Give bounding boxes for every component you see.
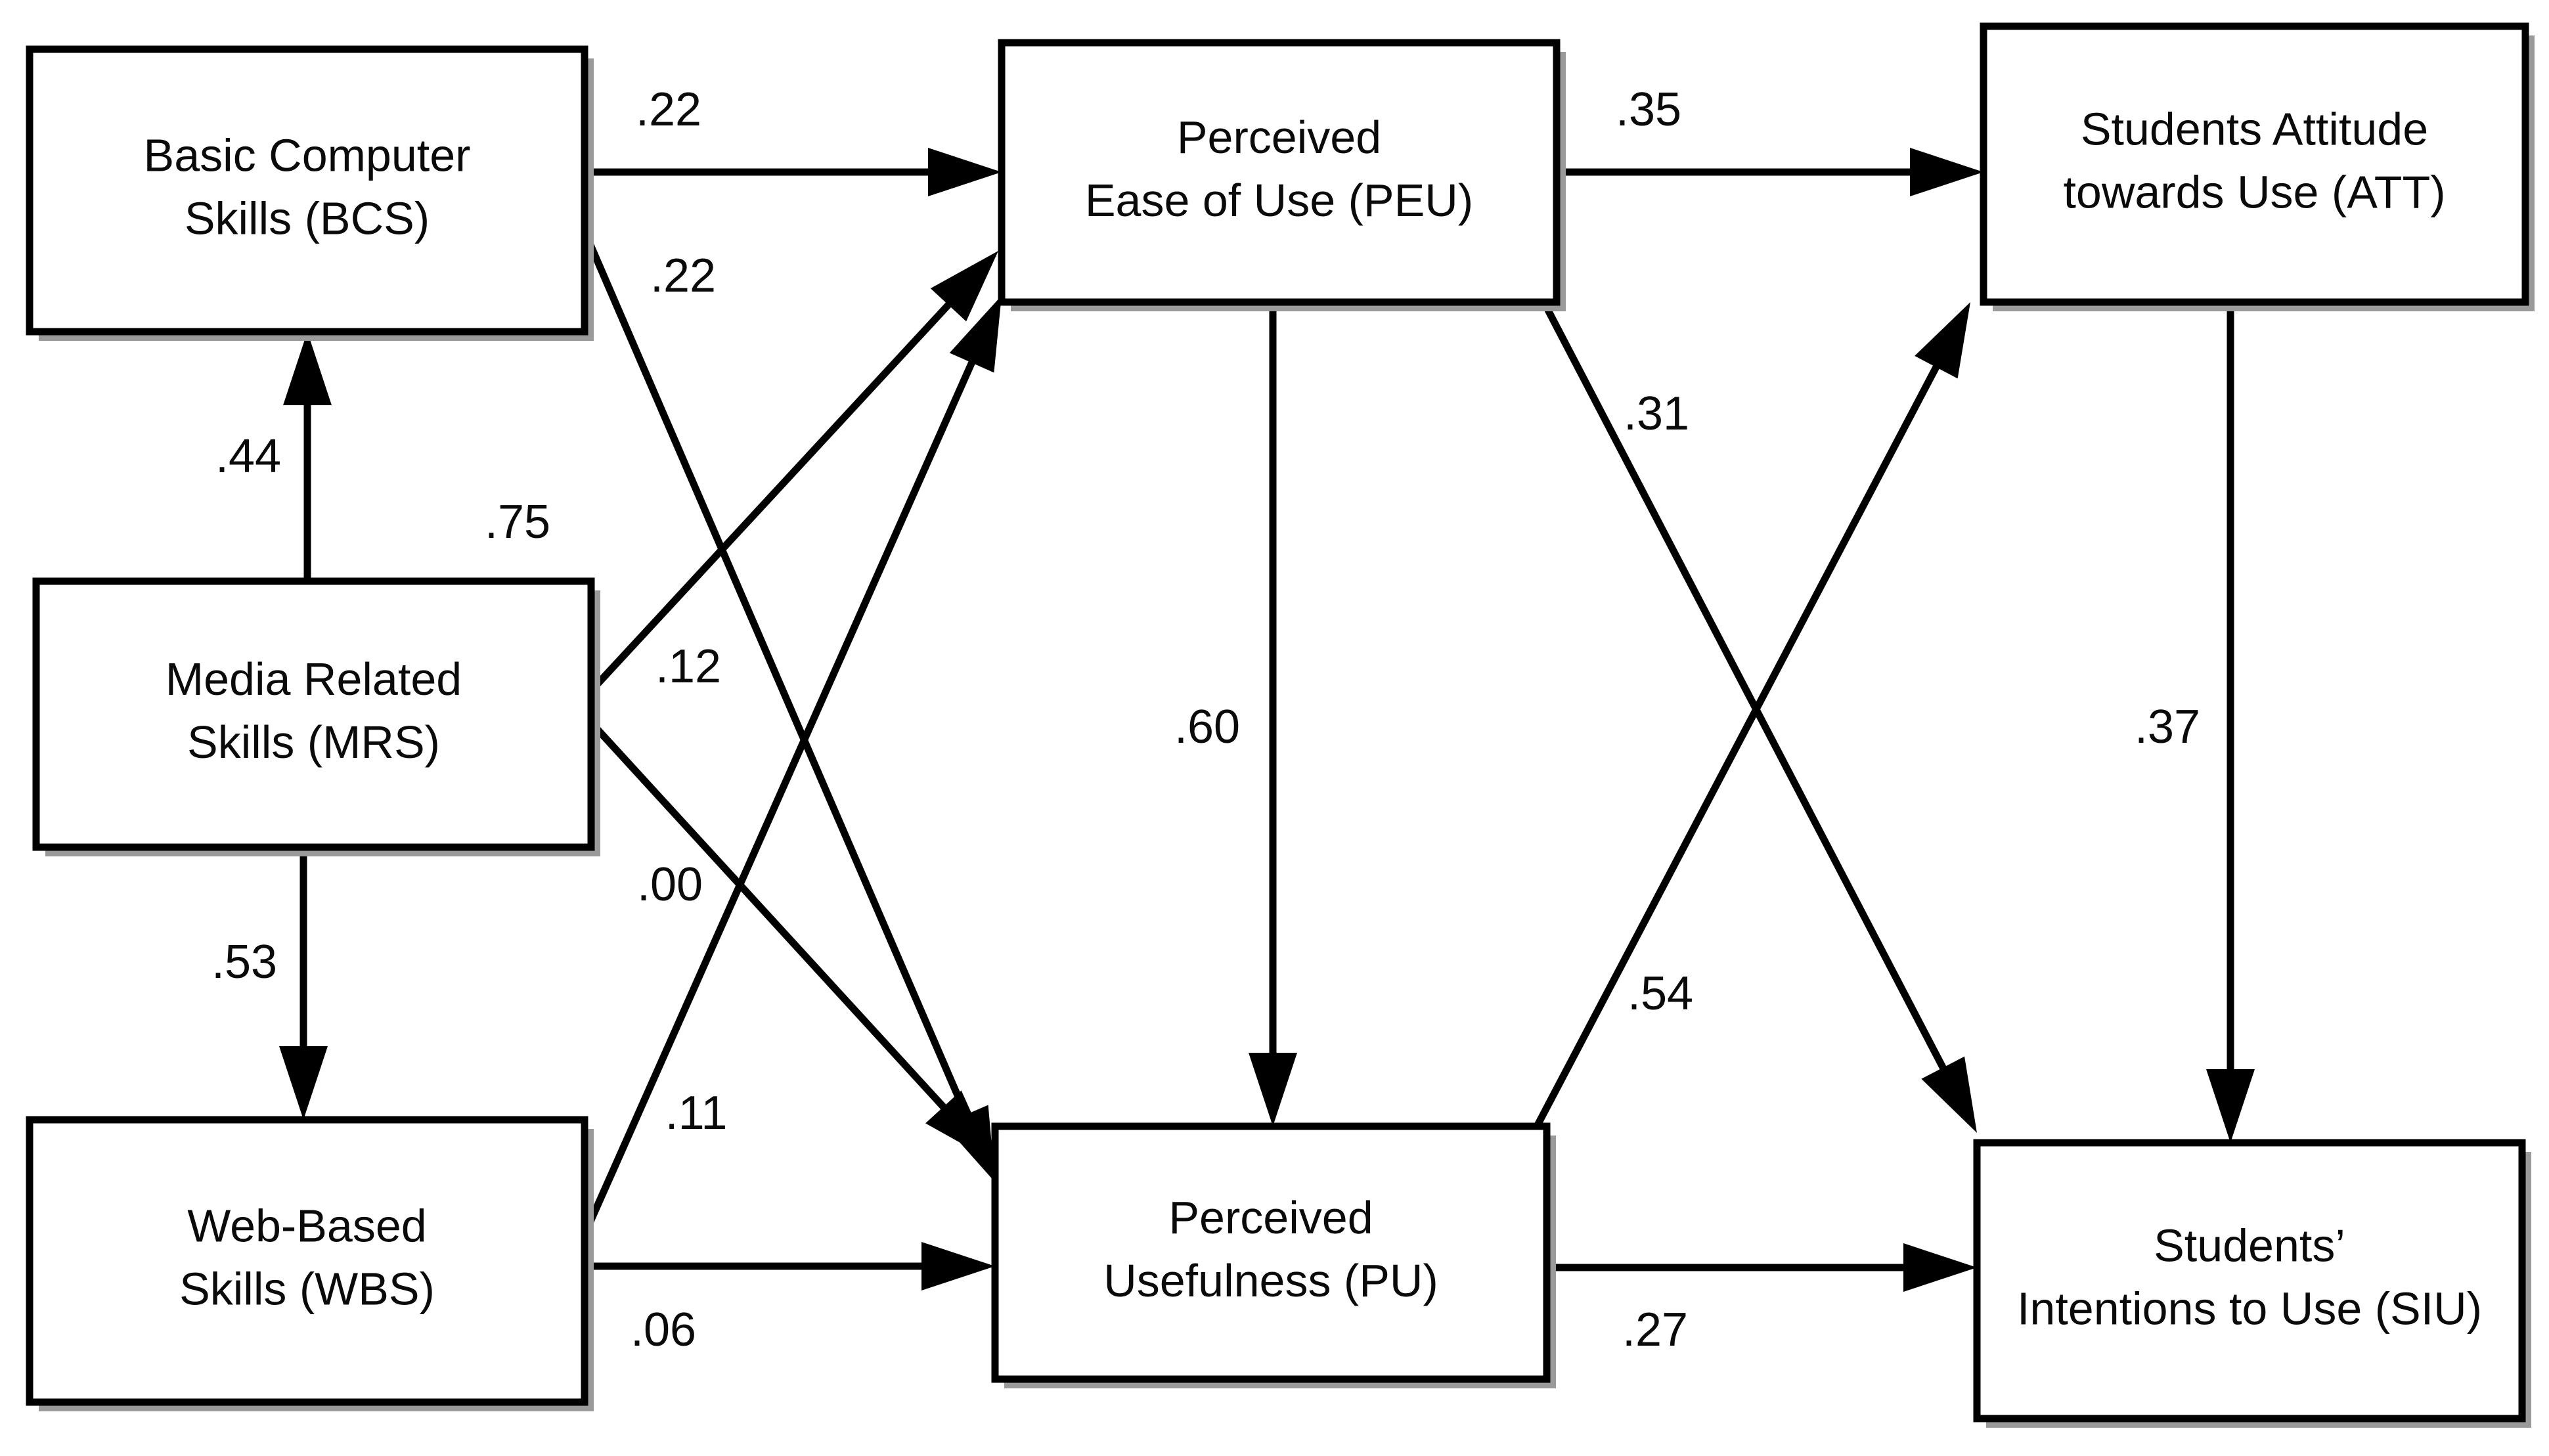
edge-coefficient-peu-siu: .31 xyxy=(1624,387,1689,440)
edge-coefficient-mrs-wbs: .53 xyxy=(211,936,277,988)
node-label-line: Students’ xyxy=(2154,1220,2345,1271)
arrowhead-icon xyxy=(925,1090,993,1161)
node-box[interactable] xyxy=(991,1122,1551,1383)
path-peu-to-pu xyxy=(1249,302,1297,1126)
edge-coefficient-pu-siu: .27 xyxy=(1622,1304,1688,1356)
node-label-line: Perceived xyxy=(1177,112,1381,163)
node-label-line: towards Use (ATT) xyxy=(2063,166,2445,217)
node-label-line: Basic Computer xyxy=(144,129,471,181)
edges-layer xyxy=(279,148,2255,1292)
arrowhead-icon xyxy=(279,1046,328,1120)
path-wbs-to-pu xyxy=(585,1242,995,1291)
arrowhead-icon xyxy=(930,251,998,322)
node-label-line: Intentions to Use (SIU) xyxy=(2017,1283,2482,1334)
node-label-line: Media Related xyxy=(166,653,462,705)
arrowhead-icon xyxy=(283,332,332,405)
node-box[interactable] xyxy=(32,577,595,851)
node-students-attitude-towards-use[interactable]: Students Attitude towards Use (ATT) xyxy=(1980,22,2535,311)
node-label-line: Skills (BCS) xyxy=(185,192,430,244)
edge-coefficient-mrs-bcs: .44 xyxy=(215,430,281,483)
edge-coefficient-peu-pu: .60 xyxy=(1174,701,1240,753)
path-bcs-to-peu xyxy=(585,148,1002,196)
node-label-line: Students Attitude xyxy=(2081,103,2428,154)
path-mrs-to-peu xyxy=(588,251,998,694)
edge-coefficient-wbs-pu: .06 xyxy=(631,1304,696,1356)
path-pu-to-siu xyxy=(1547,1243,1977,1292)
edge-coefficient-wbs-peu: .11 xyxy=(665,1087,728,1139)
arrowhead-icon xyxy=(928,148,1002,196)
path-mrs-to-wbs xyxy=(279,847,328,1120)
path-att-to-siu xyxy=(2206,302,2255,1143)
node-label-line: Ease of Use (PEU) xyxy=(1085,175,1473,226)
edge-coefficient-att-siu: .37 xyxy=(2135,701,2200,753)
path-mrs-to-bcs xyxy=(283,332,332,581)
node-label-line: Skills (MRS) xyxy=(187,717,440,768)
node-label-line: Usefulness (PU) xyxy=(1103,1255,1438,1306)
node-label-line: Web-Based xyxy=(187,1200,426,1251)
node-label-line: Perceived xyxy=(1168,1192,1373,1243)
path-peu-to-att xyxy=(1557,148,1984,196)
node-box[interactable] xyxy=(998,39,1561,306)
path-peu-to-siu xyxy=(1539,297,1977,1133)
path-wbs-to-peu xyxy=(581,296,1002,1237)
arrowhead-icon xyxy=(1903,1243,1977,1292)
arrowhead-icon xyxy=(949,296,1002,373)
node-box[interactable] xyxy=(1973,1139,2526,1423)
arrowhead-icon xyxy=(2206,1069,2255,1143)
arrowhead-icon xyxy=(1910,148,1984,196)
arrowhead-icon xyxy=(1915,302,1970,379)
edge-labels-layer: .44 .53 .22 .22 .12 .00 .11 .06 .35 .60 .31 .54 .27.… xyxy=(211,83,2200,1356)
edge-coefficient-mrs-peu: .12 xyxy=(655,640,721,693)
arrowhead-icon xyxy=(1249,1053,1297,1126)
node-box[interactable] xyxy=(1980,22,2529,306)
arrowhead-icon xyxy=(1921,1056,1977,1133)
path-bcs-to-pu xyxy=(581,229,995,1182)
node-box[interactable] xyxy=(26,1116,588,1406)
edge-coefficient-bcs-peu: .22 xyxy=(636,83,701,136)
node-label-line: Skills (WBS) xyxy=(179,1263,435,1314)
path-mrs-to-pu xyxy=(588,720,993,1161)
edge-coefficient-mrs-pu: .00 xyxy=(637,858,703,911)
edge-coefficient-pu-att: .54 xyxy=(1628,967,1693,1020)
node-box[interactable] xyxy=(26,45,588,336)
free-labels-layer: .75 xyxy=(485,496,550,548)
coefficient-075: .75 xyxy=(485,496,550,548)
edge-coefficient-bcs-pu: .22 xyxy=(650,250,716,302)
node-students-intentions-to-use[interactable]: Students’ Intentions to Use (SIU) xyxy=(1973,1139,2531,1428)
arrowhead-icon xyxy=(921,1242,995,1291)
edge-coefficient-peu-att: .35 xyxy=(1616,83,1681,136)
path-pu-to-att xyxy=(1534,302,1970,1128)
